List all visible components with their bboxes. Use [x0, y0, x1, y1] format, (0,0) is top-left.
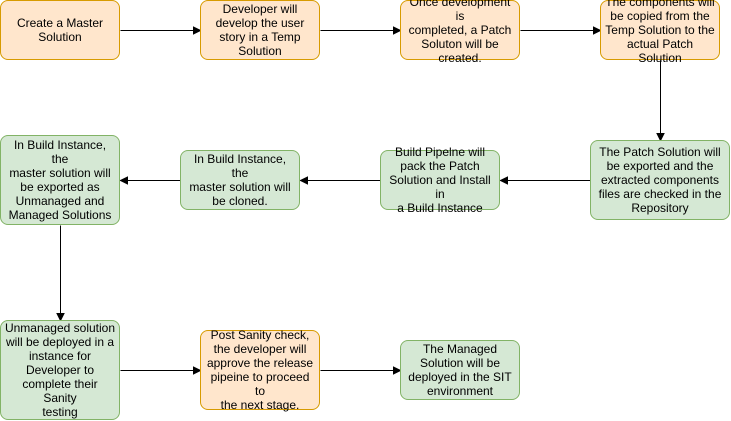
node-components-copied: The components will be copied from the T… — [600, 0, 720, 65]
edge-n5-to-n6 — [499, 176, 591, 185]
arrowhead — [593, 26, 602, 35]
edge-n6-to-n7 — [299, 176, 381, 185]
edge-n8-to-n9 — [56, 225, 65, 322]
arrowhead — [56, 313, 65, 322]
edge-n9-to-n10 — [120, 366, 202, 375]
node-master-solution-exported: In Build Instance, the master solution w… — [0, 135, 120, 225]
arrowhead — [393, 26, 402, 35]
arrowhead — [119, 176, 128, 185]
node-master-solution-cloned: In Build Instance, the master solution w… — [180, 150, 300, 210]
edge-n7-to-n8 — [119, 176, 181, 185]
node-managed-solution-sit: The Managed Solution will be deployed in… — [400, 340, 520, 400]
edge-n1-to-n2 — [120, 26, 202, 35]
node-post-sanity-approval: Post Sanity check, the developer will ap… — [200, 328, 320, 412]
node-unmanaged-solution-deployed: Unmanaged solution will be deployed in a… — [0, 320, 120, 420]
arrowhead — [193, 366, 202, 375]
node-develop-user-story: Developer will develop the user story in… — [200, 0, 320, 60]
node-patch-solution-exported: The Patch Solution will be exported and … — [590, 140, 730, 220]
node-build-pipeline-pack: Build Pipelne will pack the Patch Soluti… — [380, 145, 500, 215]
edge-n3-to-n4 — [520, 26, 602, 35]
edge-n10-to-n11 — [320, 366, 402, 375]
edge-n2-to-n3 — [320, 26, 402, 35]
arrowhead — [299, 176, 308, 185]
node-patch-solution-created: Once development is completed, a Patch S… — [400, 0, 520, 65]
arrowhead — [393, 366, 402, 375]
edge-n4-to-n5 — [656, 60, 665, 142]
arrowhead — [193, 26, 202, 35]
node-create-master-solution: Create a Master Solution — [0, 0, 120, 60]
arrowhead — [499, 176, 508, 185]
arrowhead — [656, 133, 665, 142]
